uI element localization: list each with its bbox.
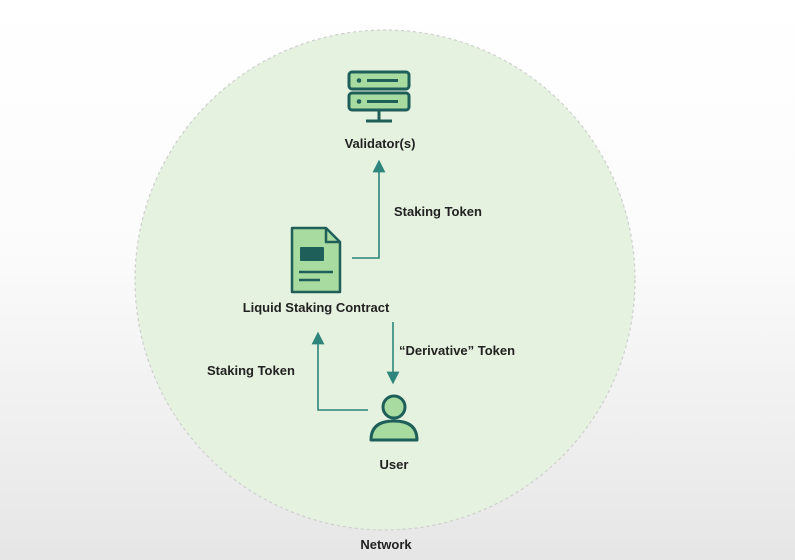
user-icon bbox=[369, 394, 419, 442]
staking-token-label-top: Staking Token bbox=[394, 204, 482, 219]
derivative-token-label: “Derivative” Token bbox=[399, 343, 516, 358]
staking-token-label-left: Staking Token bbox=[207, 363, 295, 378]
validator-label: Validator(s) bbox=[344, 136, 416, 151]
document-icon bbox=[290, 226, 342, 294]
user-label: User bbox=[379, 457, 409, 472]
network-circle bbox=[134, 29, 636, 531]
arrow-contract-to-validator bbox=[352, 159, 386, 259]
arrow-user-to-contract bbox=[311, 331, 368, 411]
contract-label: Liquid Staking Contract bbox=[242, 300, 390, 315]
server-icon bbox=[347, 70, 411, 123]
network-label: Network bbox=[360, 537, 412, 552]
